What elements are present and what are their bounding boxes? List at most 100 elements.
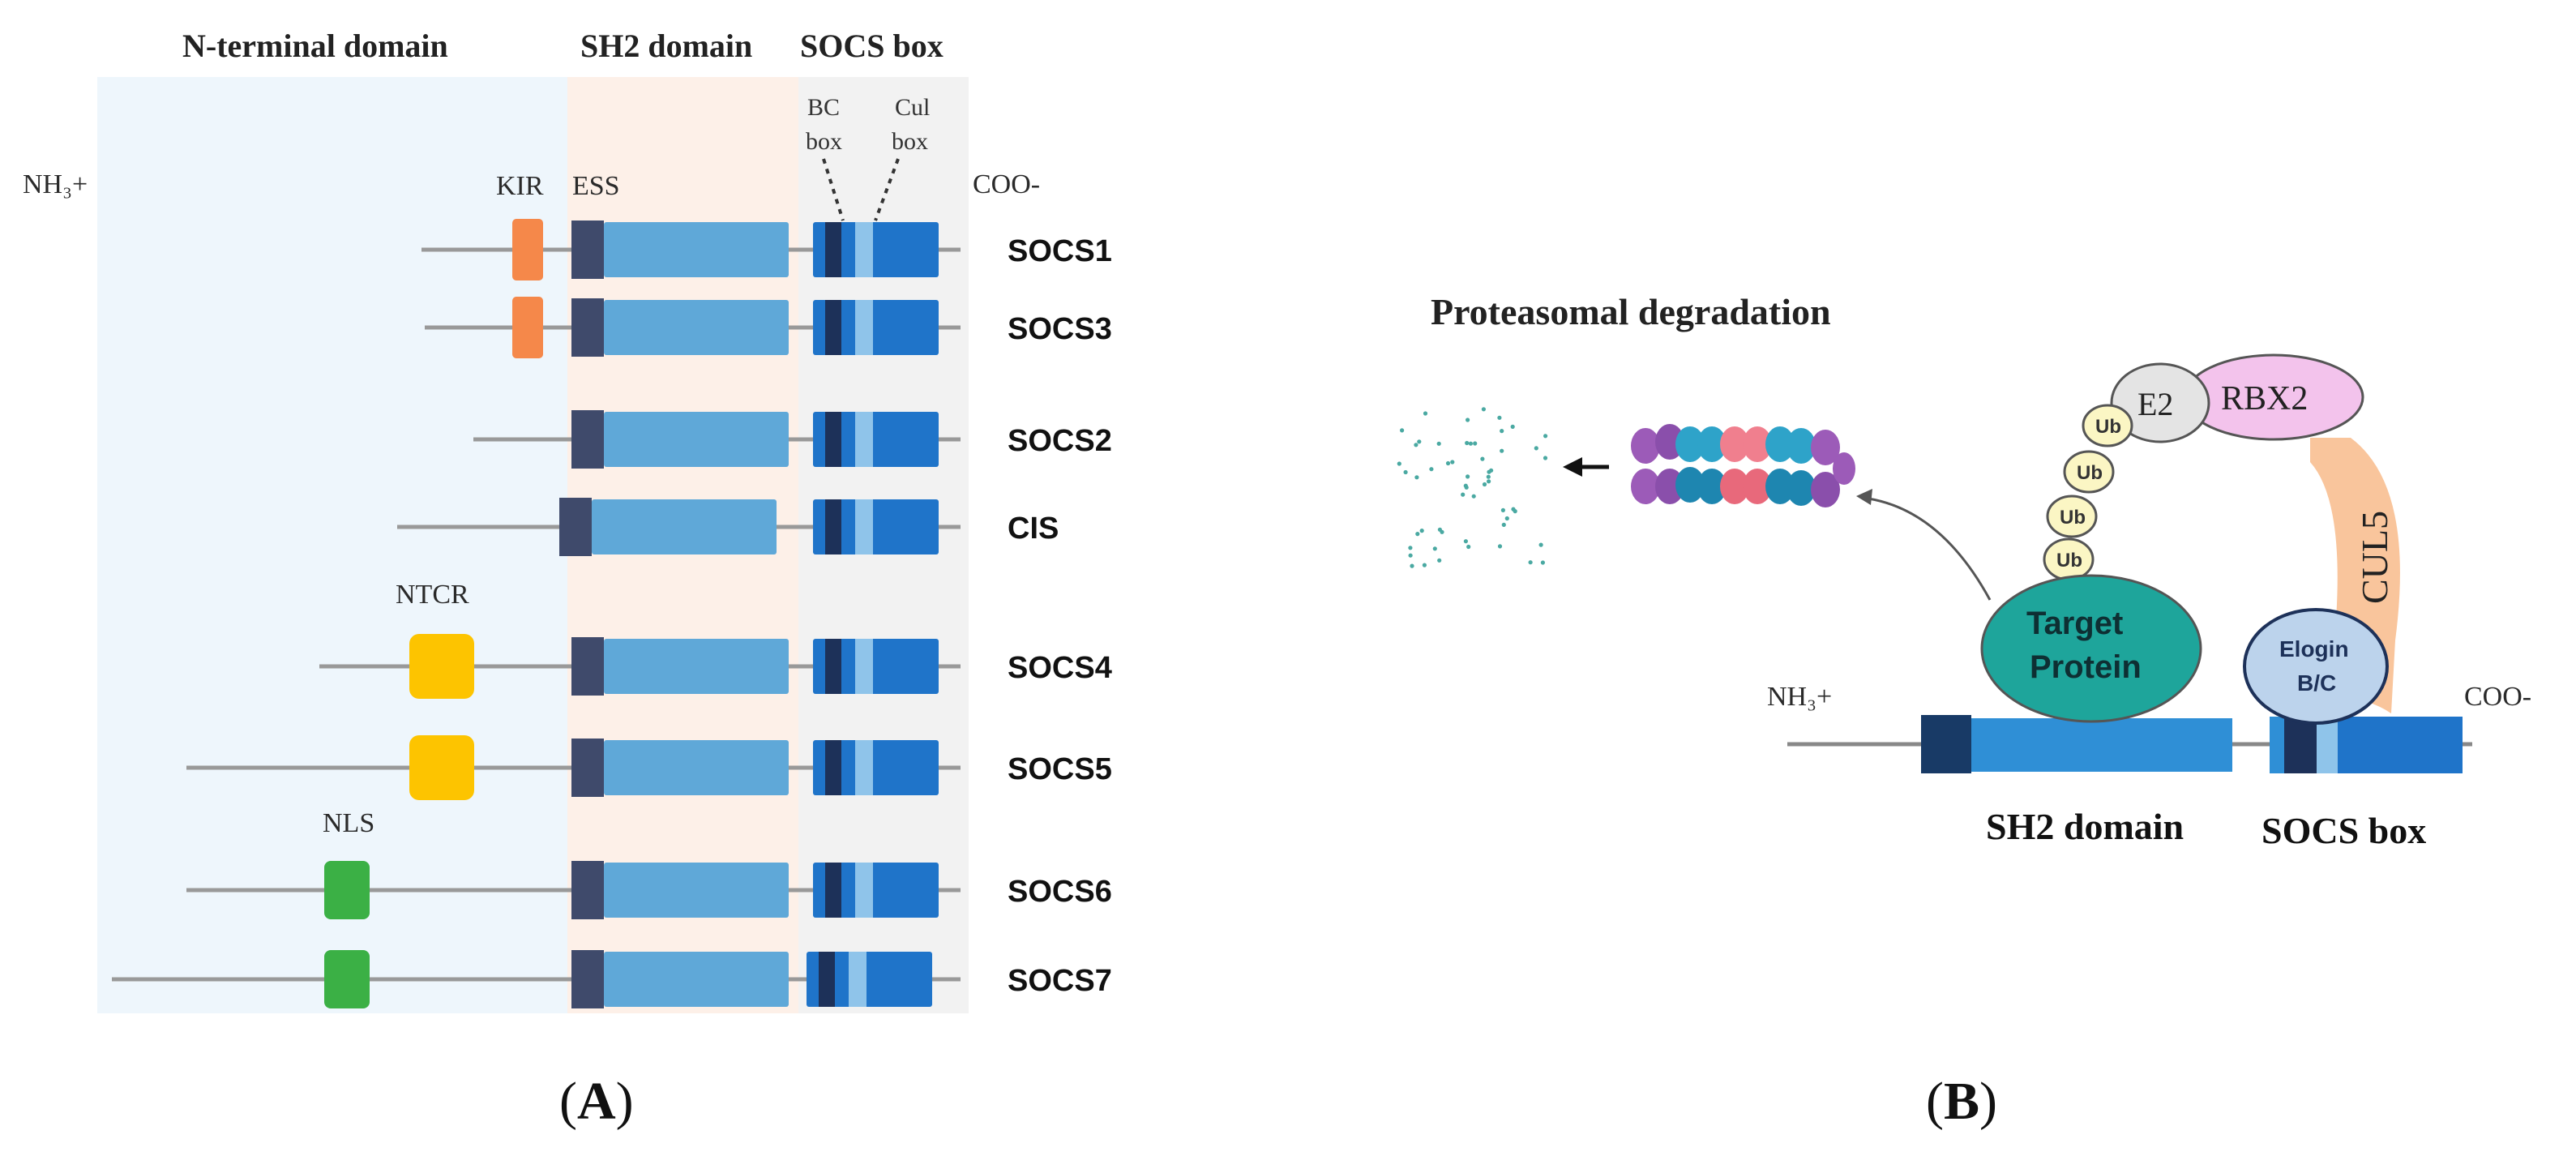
bc-box-block (825, 222, 841, 277)
bc-box-block (825, 863, 841, 918)
peptide-dot (1482, 482, 1487, 487)
cul-box-label-1: Cul (895, 94, 930, 121)
complex-bc-box-dark (2284, 717, 2317, 773)
ubiquitin: Ub (2043, 537, 2095, 581)
cul-box-block (855, 222, 873, 277)
peptide-dot (1461, 492, 1466, 497)
bc-box-block (825, 300, 841, 355)
sh2-block (604, 222, 789, 277)
peptide-dot (1500, 507, 1505, 513)
complex-ess-block (1921, 715, 1971, 773)
ntcr-motif (409, 735, 474, 800)
kir-motif (512, 219, 543, 280)
ubiquitination-arrowhead (1856, 489, 1872, 505)
ubiquitin: Ub (2082, 404, 2133, 447)
peptide-dot (1540, 560, 1545, 565)
peptide-dot (1437, 527, 1442, 532)
peptide-dot (1504, 516, 1509, 521)
ess-label: ESS (572, 171, 620, 201)
complex-bc-box-block (2270, 717, 2284, 773)
header-sh2: SH2 domain (580, 28, 752, 64)
complex-sh2-block (1971, 718, 2232, 772)
complex-c-terminus-label: COO- (2464, 682, 2531, 712)
complex-cul-box-block (2317, 717, 2338, 773)
ntcr-label: NTCR (396, 580, 469, 610)
elongin-label-1: Elogin (2279, 636, 2349, 661)
e2-bubble (2110, 362, 2210, 443)
sh2-block (592, 499, 777, 554)
peptide-dot (1410, 563, 1414, 568)
protein-row-socs7: SOCS7 (112, 950, 1112, 1008)
bc-box-pointer (822, 158, 845, 221)
complex-socs-box-label: SOCS box (2261, 810, 2426, 851)
cul-box-block (849, 952, 867, 1007)
protein-row-socs1: SOCS1 (421, 219, 1112, 280)
peptide-dot (1466, 417, 1470, 422)
peptide-dots (1397, 407, 1548, 568)
proteasome (1631, 424, 1855, 507)
n-terminus-label: NH₃+ (23, 169, 88, 199)
peptide-dot (1500, 429, 1504, 434)
peptide-dot (1511, 507, 1516, 512)
protein-row-socs5: SOCS5 (186, 735, 1112, 800)
peptide-dot (1480, 456, 1485, 461)
peptide-dot (1543, 434, 1548, 439)
socs-box-block (813, 740, 939, 795)
peptide-dot (1528, 560, 1533, 565)
ess-block (571, 220, 604, 279)
cul5-label: CUL5 (2354, 511, 2395, 604)
peptide-dot (1489, 468, 1494, 473)
peptide-dot (1419, 529, 1424, 533)
peptide-dot (1445, 460, 1451, 466)
nls-motif (324, 950, 370, 1008)
peptide-dot (1500, 448, 1504, 453)
protein-row-socs2: SOCS2 (473, 410, 1112, 469)
socs-box-block (813, 863, 939, 918)
target-protein-label-1: Target (2026, 606, 2123, 641)
socs-box-block (813, 222, 939, 277)
sh2-block (604, 863, 789, 918)
peptide-dot (1463, 483, 1468, 488)
peptide-dot (1481, 407, 1486, 412)
peptide-dot (1422, 563, 1427, 567)
peptide-dot (1538, 542, 1543, 547)
bc-box-block (825, 412, 841, 467)
bc-box-block (825, 740, 841, 795)
ess-block (559, 498, 592, 556)
peptide-dot (1437, 558, 1442, 563)
protein-label: SOCS7 (1008, 964, 1112, 998)
ubiquitin: Ub (2046, 495, 2098, 538)
sh2-block (604, 740, 789, 795)
panel-b: Proteasomal degradation (1397, 291, 2531, 1131)
sh2-block (604, 300, 789, 355)
peptide-dot (1463, 539, 1468, 544)
peptide-dot (1473, 441, 1478, 446)
sh2-block (604, 639, 789, 694)
peptide-dot (1465, 440, 1470, 446)
bc-box-block (825, 639, 841, 694)
kir-label: KIR (496, 171, 544, 201)
peptide-dot (1414, 475, 1419, 480)
ubiquitination-arrow (1868, 497, 1992, 601)
peptide-dot (1397, 461, 1401, 466)
peptide-dot (1432, 546, 1437, 551)
header-socs-box: SOCS box (800, 28, 944, 64)
target-protein (1980, 574, 2202, 723)
peptide-dot (1486, 474, 1491, 479)
peptide-dot (1414, 443, 1419, 447)
ess-block (571, 861, 604, 919)
svg-text:Ub: Ub (2060, 507, 2086, 529)
e2-label: E2 (2137, 386, 2173, 422)
peptide-dot (1400, 428, 1405, 433)
peptide-dot (1501, 522, 1506, 528)
cul-box-label-2: box (892, 128, 928, 155)
protein-row-socs6: SOCS6 (186, 861, 1112, 919)
socs-box-block (813, 412, 939, 467)
n-terminal-region (97, 77, 567, 1013)
panel-a-label: (A) (559, 1072, 634, 1131)
degradation-arrowhead (1563, 457, 1582, 477)
peptide-dot (1487, 479, 1491, 484)
ess-block (571, 637, 604, 696)
ess-block (571, 298, 604, 357)
protein-label: SOCS1 (1008, 234, 1112, 268)
